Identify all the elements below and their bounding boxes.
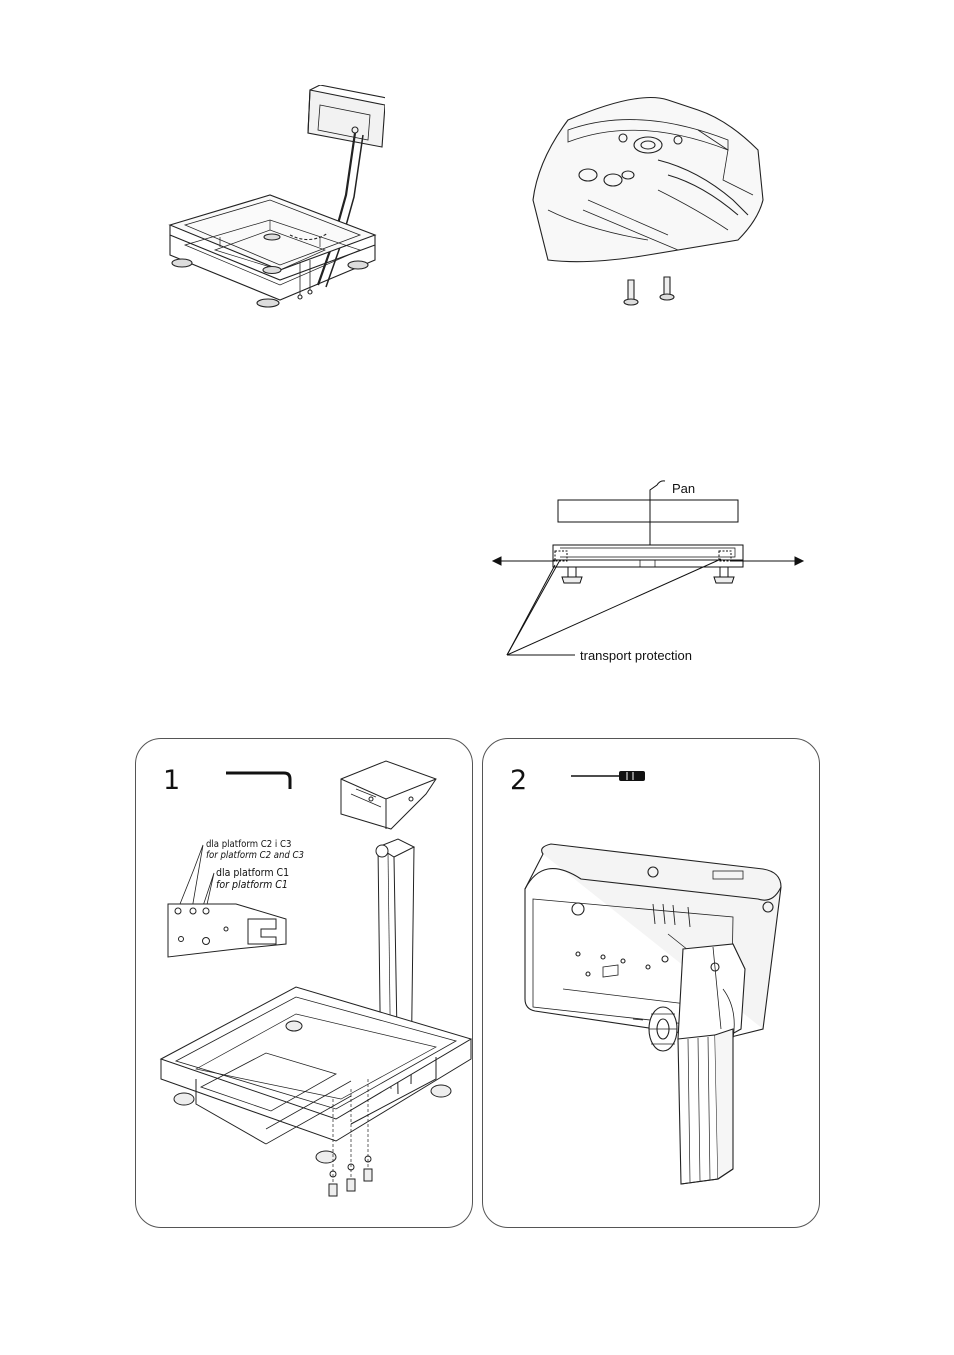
step-number: 1 [163, 765, 181, 796]
screwdriver-icon [571, 771, 645, 781]
step-1-panel: 1 dla platform C2 i C3 for platform C2 a… [135, 738, 473, 1228]
step-number: 2 [510, 765, 528, 796]
step-1-assembly-illustration [159, 760, 473, 1197]
note-platform-c1: dla platform C1 for platform C1 [216, 867, 290, 891]
platform-with-column-illustration [160, 85, 385, 315]
note-platform-c2-c3: dla platform C2 i C3 for platform C2 and… [206, 839, 304, 861]
transport-protection-label: transport protection [580, 648, 693, 663]
pan-label: Pan [672, 481, 696, 496]
allen-key-icon [226, 771, 292, 789]
step-2-assembly-illustration [524, 843, 782, 1185]
pan-transport-protection-diagram: Pan transport protection [485, 475, 810, 670]
mounting-detail-illustration [528, 90, 778, 315]
step-2-panel: 2 [482, 738, 820, 1228]
